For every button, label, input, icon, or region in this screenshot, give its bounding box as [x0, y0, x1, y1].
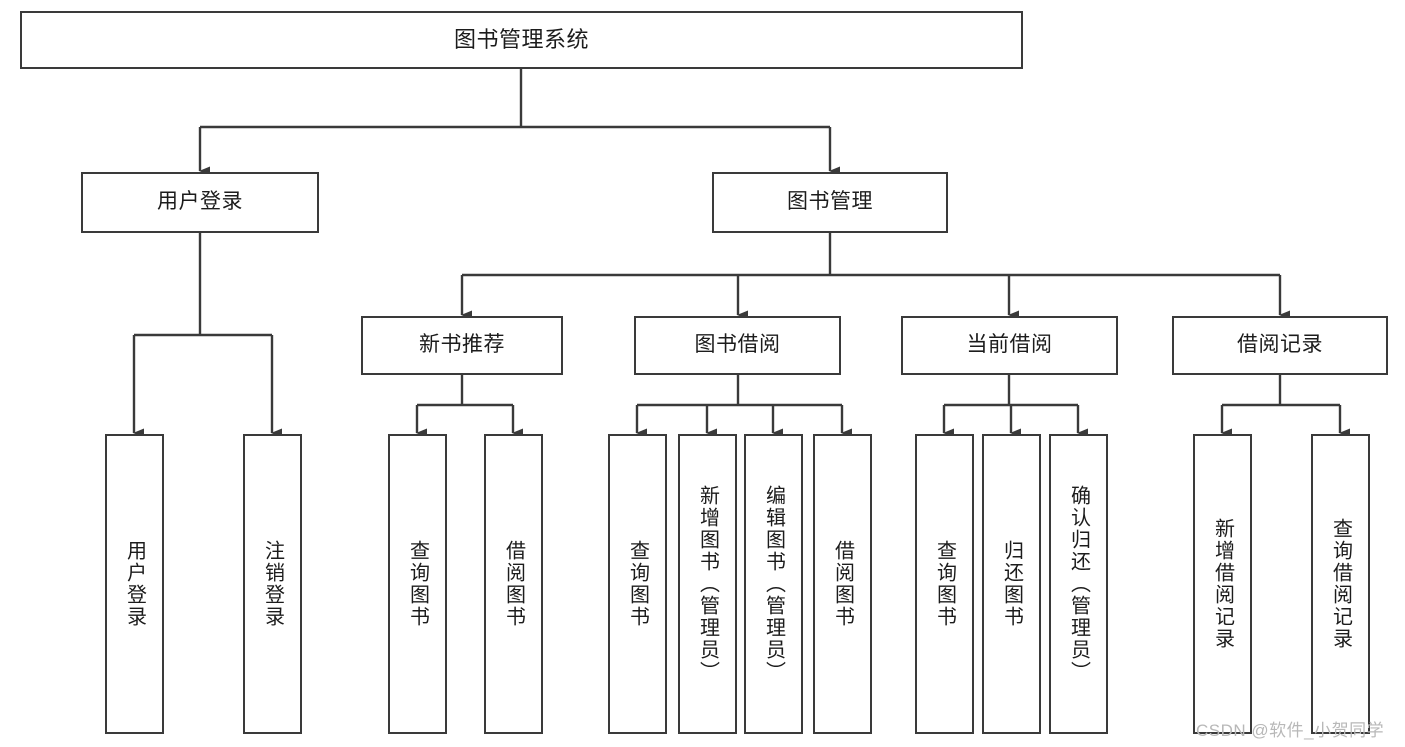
node-leaf-add-book[interactable]: 新增图书（管理员） [678, 434, 737, 734]
node-book-borrow[interactable]: 图书借阅 [634, 316, 841, 375]
node-leaf-borrow-book-2[interactable]: 借阅图书 [813, 434, 872, 734]
node-leaf-query-book-2[interactable]: 查询图书 [608, 434, 667, 734]
node-label-book-borrow: 图书借阅 [694, 333, 781, 357]
node-leaf-borrow-book-1[interactable]: 借阅图书 [484, 434, 543, 734]
node-label-leaf-user-login: 用户登录 [123, 540, 146, 628]
node-new-book-recommend[interactable]: 新书推荐 [361, 316, 563, 375]
node-leaf-return-book[interactable]: 归还图书 [982, 434, 1041, 734]
node-leaf-confirm-return[interactable]: 确认归还（管理员） [1049, 434, 1108, 734]
node-label-new-book-recommend: 新书推荐 [419, 333, 505, 357]
node-leaf-user-login[interactable]: 用户登录 [105, 434, 164, 734]
node-label-leaf-query-book-3: 查询图书 [933, 540, 956, 628]
connector-layer [132, 69, 1350, 438]
node-book-manage[interactable]: 图书管理 [712, 172, 948, 233]
node-label-borrow-record: 借阅记录 [1237, 333, 1323, 357]
node-label-user-login: 用户登录 [157, 190, 243, 214]
node-label-leaf-add-record: 新增借阅记录 [1211, 518, 1234, 650]
node-label-current-borrow: 当前借阅 [966, 333, 1053, 357]
node-label-book-manage: 图书管理 [787, 190, 873, 214]
node-label-leaf-query-record: 查询借阅记录 [1329, 518, 1352, 650]
node-leaf-query-book-3[interactable]: 查询图书 [915, 434, 974, 734]
node-label-leaf-return-book: 归还图书 [1000, 540, 1023, 628]
node-label-leaf-query-book-2: 查询图书 [626, 540, 649, 628]
node-borrow-record[interactable]: 借阅记录 [1172, 316, 1388, 375]
node-label-leaf-query-book-1: 查询图书 [406, 540, 429, 628]
node-leaf-query-record[interactable]: 查询借阅记录 [1311, 434, 1370, 734]
node-label-root: 图书管理系统 [453, 27, 589, 53]
node-label-leaf-borrow-book-1: 借阅图书 [502, 540, 525, 628]
node-user-login[interactable]: 用户登录 [81, 172, 319, 233]
node-leaf-edit-book[interactable]: 编辑图书（管理员） [744, 434, 803, 734]
node-label-leaf-confirm-return: 确认归还（管理员） [1067, 485, 1090, 683]
node-leaf-logout[interactable]: 注销登录 [243, 434, 302, 734]
node-leaf-query-book-1[interactable]: 查询图书 [388, 434, 447, 734]
node-label-leaf-borrow-book-2: 借阅图书 [831, 540, 854, 628]
node-label-leaf-logout: 注销登录 [261, 540, 284, 628]
node-label-leaf-add-book: 新增图书（管理员） [696, 485, 719, 683]
node-current-borrow[interactable]: 当前借阅 [901, 316, 1118, 375]
node-leaf-add-record[interactable]: 新增借阅记录 [1193, 434, 1252, 734]
node-label-leaf-edit-book: 编辑图书（管理员） [762, 485, 785, 683]
node-root[interactable]: 图书管理系统 [20, 11, 1023, 69]
